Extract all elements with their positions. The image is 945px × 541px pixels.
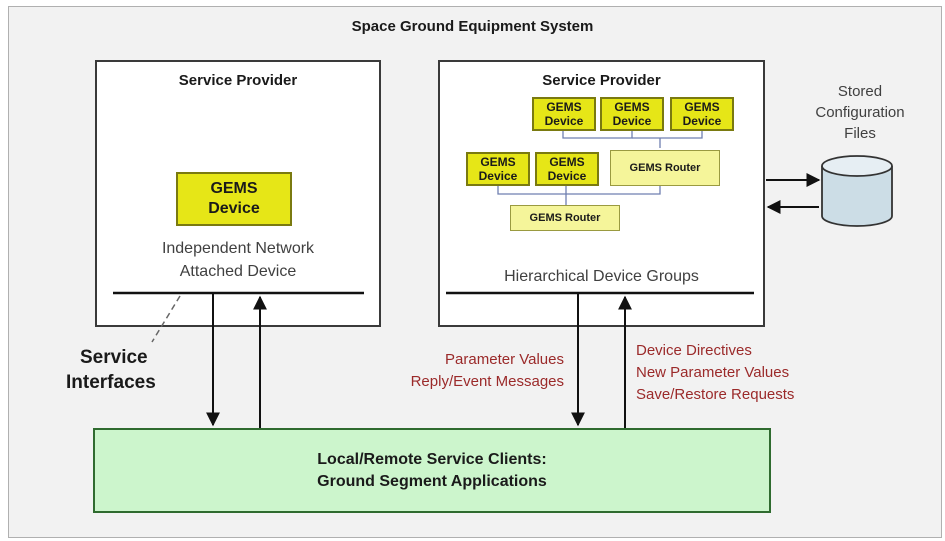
gems-device-mid-2: GEMS Device: [535, 152, 599, 186]
flow-up-line2: Reply/Event Messages: [410, 373, 564, 390]
gems-router-upper: GEMS Router: [610, 150, 720, 186]
flow-down-line3: Save/Restore Requests: [636, 386, 795, 403]
service-interfaces-line2: Interfaces: [66, 372, 156, 393]
right-provider-title: Service Provider: [542, 72, 661, 89]
flow-up-line1: Parameter Values: [445, 351, 564, 368]
left-provider-title: Service Provider: [178, 72, 298, 89]
left-caption-line1: Independent Network: [161, 240, 315, 257]
gems-device-mid-1: GEMS Device: [466, 152, 530, 186]
storage-label-line2: Configuration: [815, 104, 905, 121]
service-interfaces-line1: Service: [80, 347, 148, 368]
bus-mid: [497, 186, 567, 195]
service-clients-box: Local/Remote Service Clients: Ground Seg…: [93, 428, 771, 513]
service-interfaces-pointer: [151, 295, 181, 343]
storage-label-line1: Stored: [837, 83, 883, 100]
clients-line2: Ground Segment Applications: [317, 472, 547, 490]
gems-device-top-3: GEMS Device: [670, 97, 734, 131]
flow-down-line2: New Parameter Values: [636, 364, 790, 381]
gems-device-top-1: GEMS Device: [532, 97, 596, 131]
storage-label-line3: Files: [844, 125, 876, 142]
clients-line1: Local/Remote Service Clients:: [317, 450, 547, 468]
flow-down-line1: Device Directives: [636, 342, 752, 359]
gems-router-lower: GEMS Router: [510, 205, 620, 231]
system-title: Space Ground Equipment System: [351, 18, 594, 35]
bus-top-right: [632, 130, 703, 139]
left-caption-line2: Attached Device: [179, 263, 297, 280]
bus-mid-to-router: [566, 186, 661, 195]
bus-top-left: [562, 130, 633, 139]
left-service-provider-box: [95, 60, 381, 327]
gems-device-top-2: GEMS Device: [600, 97, 664, 131]
right-caption: Hierarchical Device Groups: [504, 268, 699, 285]
storage-cylinder: [821, 155, 893, 227]
gems-device-standalone: GEMS Device: [176, 172, 292, 226]
